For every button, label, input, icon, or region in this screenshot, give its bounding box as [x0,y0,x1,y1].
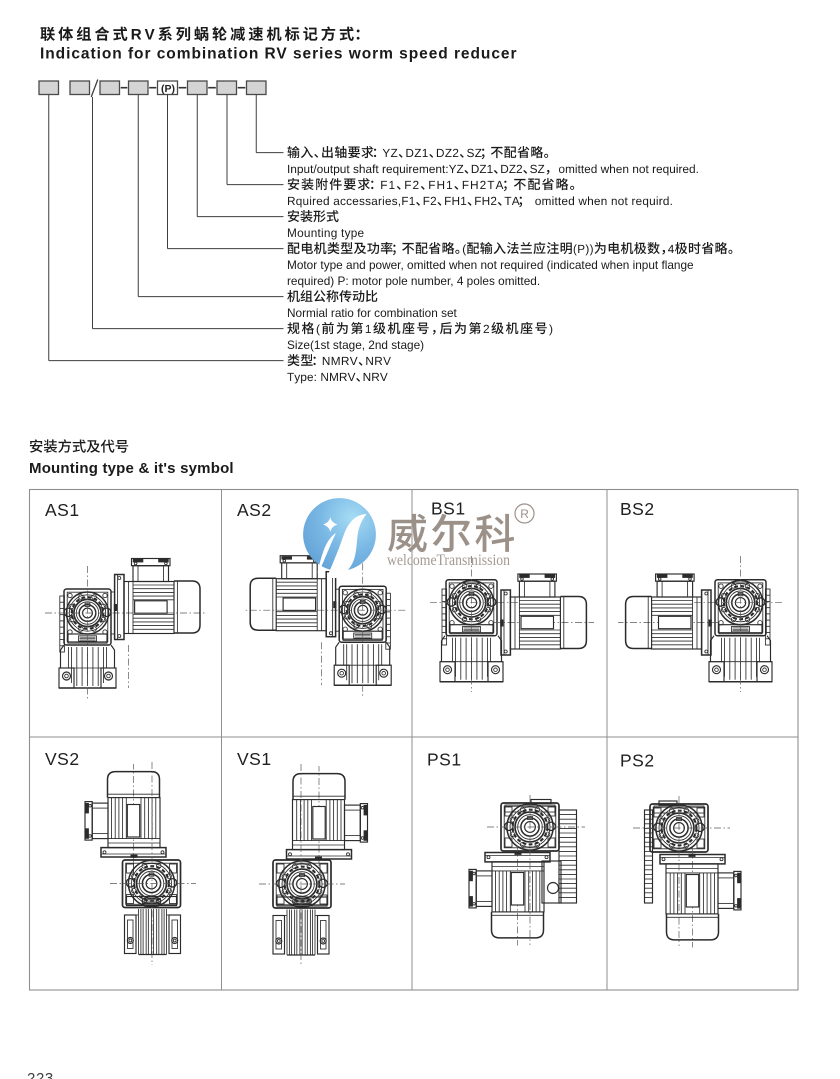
svg-text:Mounting type & it's symbol: Mounting type & it's symbol [29,460,234,477]
svg-text:PS1: PS1 [427,750,462,770]
svg-text:(P): (P) [161,83,175,95]
svg-text:Mounting type: Mounting type [287,226,365,240]
svg-text:AS1: AS1 [45,500,80,520]
svg-text:AS2: AS2 [237,500,272,520]
svg-text:welcomeTransmission: welcomeTransmission [387,552,510,569]
svg-text:VS2: VS2 [45,749,80,769]
svg-text:R: R [520,507,529,521]
svg-text:required) P: motor pole number: required) P: motor pole number, 4 poles … [287,274,540,288]
svg-text:BS1: BS1 [431,499,466,519]
svg-text:223: 223 [27,1070,54,1079]
svg-text:Size(1st stage, 2nd stage): Size(1st stage, 2nd stage) [287,338,424,352]
svg-text:VS1: VS1 [237,749,272,769]
svg-text:Motor type and power, omitted: Motor type and power, omitted when not r… [287,258,694,272]
svg-text:PS2: PS2 [620,751,655,771]
svg-text:BS2: BS2 [620,499,655,519]
svg-text:Normial ratio for combination: Normial ratio for combination set [287,306,458,320]
svg-text:Indication for combination RV: Indication for combination RV series wor… [40,46,517,63]
